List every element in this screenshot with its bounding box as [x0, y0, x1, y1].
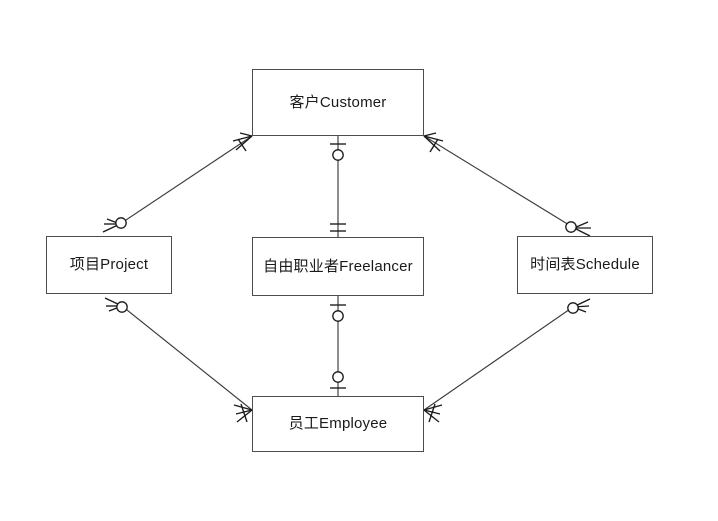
entity-box-freelancer[interactable]: 自由职业者Freelancer: [252, 237, 424, 296]
crowsfoot-customer-schedule-schedule-end: [565, 221, 591, 237]
relationship-customer-project[interactable]: [102, 132, 253, 233]
entity-label-project: 项目Project: [69, 256, 149, 273]
zero-circle: [332, 149, 344, 161]
zero-circle: [332, 371, 344, 383]
relationship-customer-schedule[interactable]: [423, 132, 591, 237]
crowsfoot-customer-project-customer-end: [232, 132, 253, 152]
cardinality-customer-freelancer-customer-end: [330, 143, 346, 161]
relationship-freelancer-employee[interactable]: [330, 296, 346, 396]
cardinality-customer-freelancer-freelancer-end: [330, 223, 346, 232]
crowsfoot-project-employee-project-end: [104, 297, 128, 313]
edge-line-project-employee: [121, 305, 253, 411]
cardinality-freelancer-employee-freelancer-end: [330, 304, 346, 322]
crowsfoot-schedule-employee-employee-end: [423, 403, 443, 423]
crowsfoot-project-employee-employee-end: [233, 403, 253, 423]
edge-line-customer-schedule: [423, 135, 575, 229]
crowsfoot-schedule-employee-schedule-end: [567, 298, 591, 314]
relationship-customer-freelancer[interactable]: [330, 136, 346, 237]
entity-label-schedule: 时间表Schedule: [530, 256, 640, 273]
edge-line-schedule-employee: [423, 306, 574, 411]
zero-circle: [565, 221, 577, 233]
zero-circle: [116, 301, 128, 313]
relationship-project-employee[interactable]: [104, 297, 253, 423]
entity-box-employee[interactable]: 员工Employee: [252, 396, 424, 452]
zero-circle: [567, 302, 579, 314]
crowsfoot-customer-schedule-customer-end: [423, 132, 444, 153]
entity-label-customer: 客户Customer: [289, 93, 387, 111]
relationship-schedule-employee[interactable]: [423, 298, 591, 423]
edge-line-customer-project: [119, 135, 253, 225]
cardinality-freelancer-employee-employee-end: [330, 371, 346, 389]
zero-circle: [115, 217, 127, 229]
crowsfoot-customer-project-project-end: [102, 217, 127, 233]
entity-label-employee: 员工Employee: [288, 415, 388, 432]
entity-box-schedule[interactable]: 时间表Schedule: [517, 236, 653, 294]
zero-circle: [332, 310, 344, 322]
entity-label-freelancer: 自由职业者Freelancer: [263, 257, 413, 275]
entity-box-customer[interactable]: 客户Customer: [252, 69, 424, 136]
entity-box-project[interactable]: 项目Project: [46, 236, 172, 294]
